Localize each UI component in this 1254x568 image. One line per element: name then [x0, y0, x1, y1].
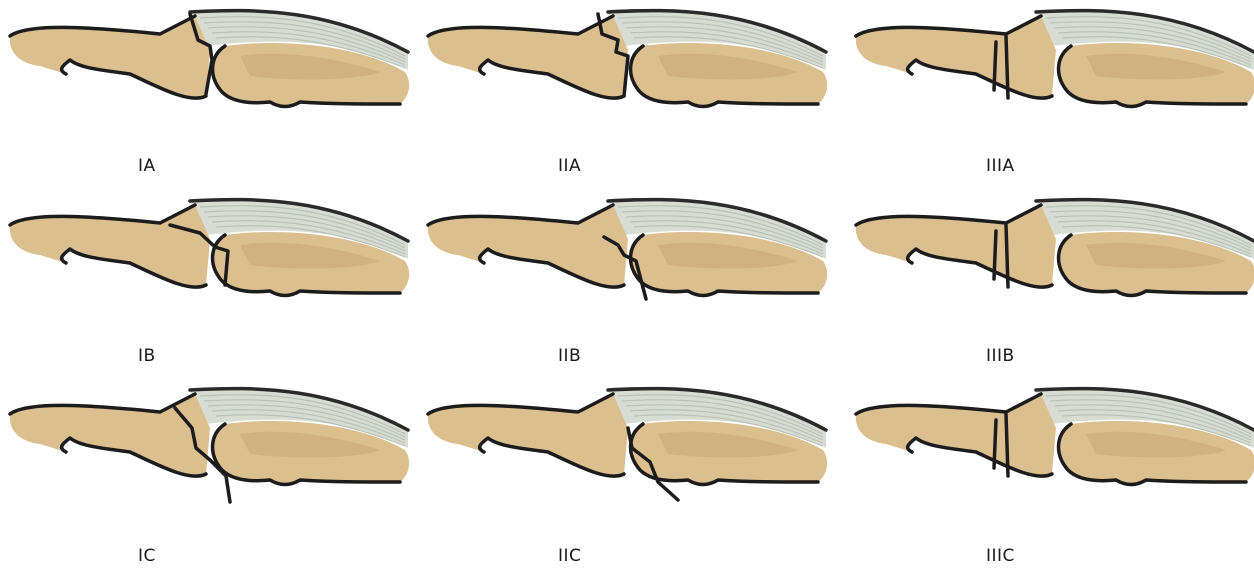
panel-label: IIIA: [986, 156, 1015, 176]
panel-iiic: IIIC: [836, 378, 1254, 567]
panel-ib: IB: [0, 189, 418, 378]
panel-iia: IIA: [418, 0, 836, 189]
finger-illustration-iiia: [836, 0, 1254, 189]
finger-illustration-iib: [418, 189, 836, 378]
finger-illustration-ic: [0, 378, 418, 567]
finger-illustration-iiic: [836, 378, 1254, 567]
panel-iib: IIB: [418, 189, 836, 378]
finger-illustration-iic: [418, 378, 836, 567]
finger-illustration-iiib: [836, 189, 1254, 378]
finger-illustration-ia: [0, 0, 418, 189]
panel-label: IIB: [558, 346, 581, 366]
finger-illustration-ib: [0, 189, 418, 378]
panel-label: IC: [138, 546, 156, 566]
finger-illustration-iia: [418, 0, 836, 189]
panel-iiib: IIIB: [836, 189, 1254, 378]
panel-ia: IA: [0, 0, 418, 189]
panel-iiia: IIIA: [836, 0, 1254, 189]
panel-ic: IC: [0, 378, 418, 567]
panel-label: IIA: [558, 156, 581, 176]
panel-label: IIIC: [986, 546, 1015, 566]
panel-iic: IIC: [418, 378, 836, 567]
panel-label: IB: [138, 346, 156, 366]
panel-label: IIIB: [986, 346, 1015, 366]
panel-label: IA: [138, 156, 156, 176]
panel-label: IIC: [558, 546, 581, 566]
